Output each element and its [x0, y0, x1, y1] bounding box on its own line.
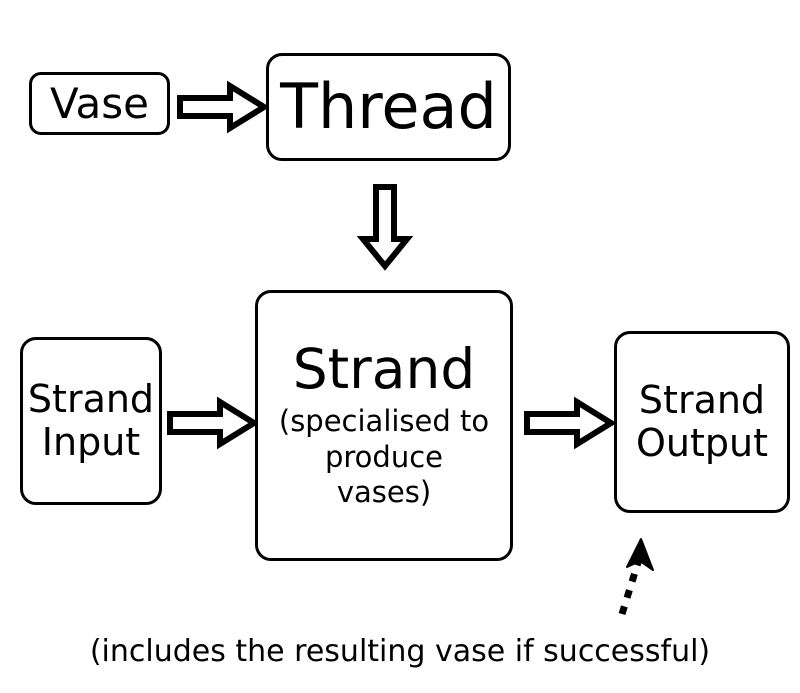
arrow-strand-input-to-strand-icon	[167, 396, 260, 450]
node-strand[interactable]: Strand (specialised to produce vases)	[255, 290, 513, 561]
node-strand-output-label-line2: Output	[636, 421, 768, 465]
arrow-strand-to-strand-output-icon	[524, 396, 617, 450]
arrow-caption-to-strand-output-icon	[618, 538, 654, 616]
node-strand-title: Strand	[292, 336, 476, 401]
arrow-vase-to-thread-icon	[177, 80, 270, 134]
node-vase-label: Vase	[50, 78, 149, 128]
node-strand-subtext-line1: (specialised to	[278, 404, 490, 439]
node-strand-input-label-line1: Strand	[27, 377, 155, 422]
node-thread-label: Thread	[280, 70, 497, 144]
node-strand-input-label-line2: Input	[41, 420, 141, 464]
arrow-thread-to-strand-icon	[356, 184, 414, 271]
node-strand-input[interactable]: Strand Input	[20, 337, 162, 505]
node-strand-output-label-line1: Strand	[638, 378, 766, 423]
node-strand-subtext-line3: vases)	[336, 475, 432, 510]
node-strand-subtext-line2: produce	[324, 439, 443, 474]
node-vase[interactable]: Vase	[29, 72, 170, 135]
caption-note: (includes the resulting vase if successf…	[89, 634, 711, 669]
node-strand-output[interactable]: Strand Output	[614, 331, 790, 513]
node-thread[interactable]: Thread	[266, 53, 511, 161]
